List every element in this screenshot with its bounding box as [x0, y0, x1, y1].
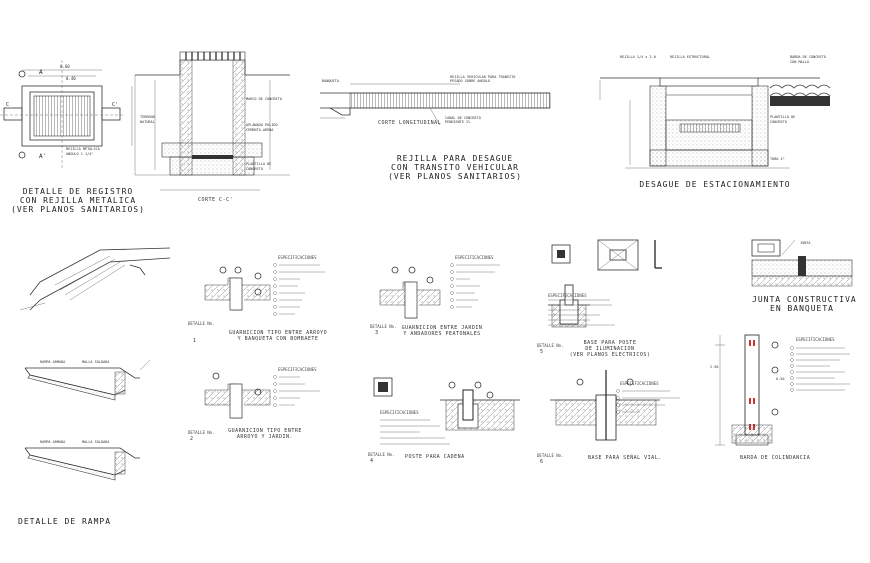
svg-text:REJILLA METALICA: REJILLA METALICA: [66, 147, 101, 151]
spec-heading-6: ESPECIFICACIONES: [620, 381, 659, 386]
title-guarnicion-1: GUARNICION TIPO ENTRE ARROYO Y BANQUETA …: [228, 330, 328, 342]
svg-text:0.40: 0.40: [66, 76, 76, 81]
section-mark-c: C: [6, 102, 9, 108]
title-rampa: DETALLE DE RAMPA: [18, 517, 112, 526]
svg-text:0.60: 0.60: [60, 64, 70, 69]
spec-heading-7: ESPECIFICACIONES: [796, 337, 835, 342]
title-registro: DETALLE DE REGISTRO CON REJILLA METALICA…: [11, 187, 145, 214]
title-rejilla: REJILLA PARA DESAGUE CON TRANSITO VEHICU…: [388, 154, 522, 181]
detalle-no-label-5: DETALLE No.: [537, 343, 564, 348]
detalle-no-label-3: DETALLE No.: [370, 324, 397, 329]
title-guarnicion-2: GUARNICION TIPO ENTRE ARROYO Y JARDIN.: [228, 428, 302, 440]
spec-heading-1: ESPECIFICACIONES: [278, 255, 317, 260]
registro-section: MARCO DE CONCRETO APLANADO PULIDO CEMENT…: [134, 51, 290, 191]
svg-text:NATURAL: NATURAL: [140, 120, 155, 124]
spec-heading-2: ESPECIFICACIONES: [278, 367, 317, 372]
rejilla-section: BANQUETA REJILLA VEHICULAR PARA TRANSITO…: [320, 75, 551, 126]
svg-text:REJILLA VEHICULAR PARA TRANSIT: REJILLA VEHICULAR PARA TRANSITO: [450, 75, 515, 79]
svg-text:ANGULO 1 1/4": ANGULO 1 1/4": [66, 152, 93, 156]
rampa-armada-label-2: RAMPA ARMADA: [40, 440, 66, 444]
title-junta: JUNTA CONSTRUCTIVA EN BANQUETA: [752, 295, 857, 313]
svg-text:TERRENO: TERRENO: [140, 115, 155, 119]
guarnicion-1: [204, 266, 271, 311]
detalle-no-label-2: DETALLE No.: [188, 430, 215, 435]
title-corte-longitudinal: CORTE LONGITUDINAL: [378, 120, 442, 126]
title-base-poste: BASE PARA POSTE DE ILUMINACION (VER PLAN…: [569, 340, 651, 358]
detail-number-2: 2: [190, 436, 194, 442]
svg-text:PESADO SOBRE ANGULO: PESADO SOBRE ANGULO: [450, 79, 490, 83]
rampa-detail-2: [24, 447, 140, 481]
svg-text:0.50: 0.50: [776, 377, 784, 381]
detalle-no-label-4: DETALLE No.: [368, 452, 395, 457]
detalle-no-label-1: DETALLE No.: [188, 321, 215, 326]
svg-text:PLANTILLA DE: PLANTILLA DE: [770, 115, 795, 119]
malla-label: MALLA SOLDADA: [82, 360, 110, 364]
detail-number-3: 3: [375, 330, 379, 336]
title-base-senal: BASE PARA SEÑAL VIAL.: [588, 455, 662, 461]
section-mark-c-prime: C': [112, 102, 118, 108]
spec-bullets: [273, 263, 794, 414]
base-poste: [548, 239, 662, 328]
detail-number-4: 4: [370, 458, 374, 464]
svg-text:PLANTILLA DE: PLANTILLA DE: [246, 162, 271, 166]
svg-text:CONCRETO: CONCRETO: [770, 120, 787, 124]
spec-heading-5: ESPECIFICACIONES: [380, 410, 419, 415]
registro-plan: 0.40 0.60 REJILLA METALICA ANGULO 1 1/4": [0, 60, 133, 170]
svg-text:MARCO DE CONCRETO: MARCO DE CONCRETO: [246, 97, 282, 101]
svg-text:BARDA DE CONCRETO: BARDA DE CONCRETO: [790, 55, 826, 59]
poste-cadena: [373, 377, 520, 431]
svg-text:CEMENTO-ARENA: CEMENTO-ARENA: [246, 128, 274, 132]
estacionamiento-section: REJILLA 1/4 x 2.0 REJILLA ESTRUCTURAL BA…: [599, 55, 831, 169]
malla-label-2: MALLA SOLDADA: [82, 440, 110, 444]
detail-number-1: 1: [193, 338, 197, 344]
rampa-armada-label: RAMPA ARMADA: [40, 360, 66, 364]
barda-colindancia: 2.50 0.50: [710, 334, 784, 446]
svg-text:CONCRETO: CONCRETO: [246, 167, 263, 171]
svg-text:APLANADO PULIDO: APLANADO PULIDO: [246, 123, 278, 127]
spec-heading-3: ESPECIFICACIONES: [455, 255, 494, 260]
svg-text:JUNTA: JUNTA: [800, 241, 811, 245]
title-barda: BARDA DE COLINDANCIA: [740, 455, 811, 461]
junta-constructiva: JUNTA: [751, 239, 853, 287]
spec-heading-4: ESPECIFICACIONES: [548, 293, 587, 298]
spec-text-lines: [279, 264, 850, 445]
guarnicion-2: [204, 372, 271, 419]
guarnicion-3: [379, 266, 441, 319]
svg-text:REJILLA 1/4 x 2.0: REJILLA 1/4 x 2.0: [620, 55, 656, 59]
svg-text:TUBO 4": TUBO 4": [770, 157, 785, 161]
section-mark-a: A: [39, 69, 43, 76]
rampa-perspective: [19, 247, 171, 311]
detalle-no-label-6: DETALLE No.: [537, 453, 564, 458]
title-estacionamiento: DESAGUE DE ESTACIONAMIENTO: [639, 180, 791, 189]
detail-number-6: 6: [540, 459, 544, 465]
section-mark-a-prime: A': [39, 153, 46, 160]
title-guarnicion-3: GUARNICION ENTRE JARDIN Y ANDADORES PEAT…: [401, 325, 483, 337]
detail-number-5: 5: [540, 349, 544, 355]
svg-text:REJILLA ESTRUCTURAL: REJILLA ESTRUCTURAL: [670, 55, 710, 59]
rampa-detail-1: [24, 359, 151, 401]
svg-text:BANQUETA: BANQUETA: [322, 79, 340, 83]
svg-text:CANAL DE CONCRETO: CANAL DE CONCRETO: [445, 116, 481, 120]
base-senal: [550, 370, 660, 441]
svg-text:PENDIENTE 2%: PENDIENTE 2%: [445, 120, 471, 124]
title-poste-cadena: POSTE PARA CADENA: [405, 454, 465, 460]
title-corte-cc: CORTE C-C': [198, 197, 234, 203]
svg-text:CON MALLA: CON MALLA: [790, 60, 810, 64]
svg-text:2.50: 2.50: [710, 365, 718, 369]
